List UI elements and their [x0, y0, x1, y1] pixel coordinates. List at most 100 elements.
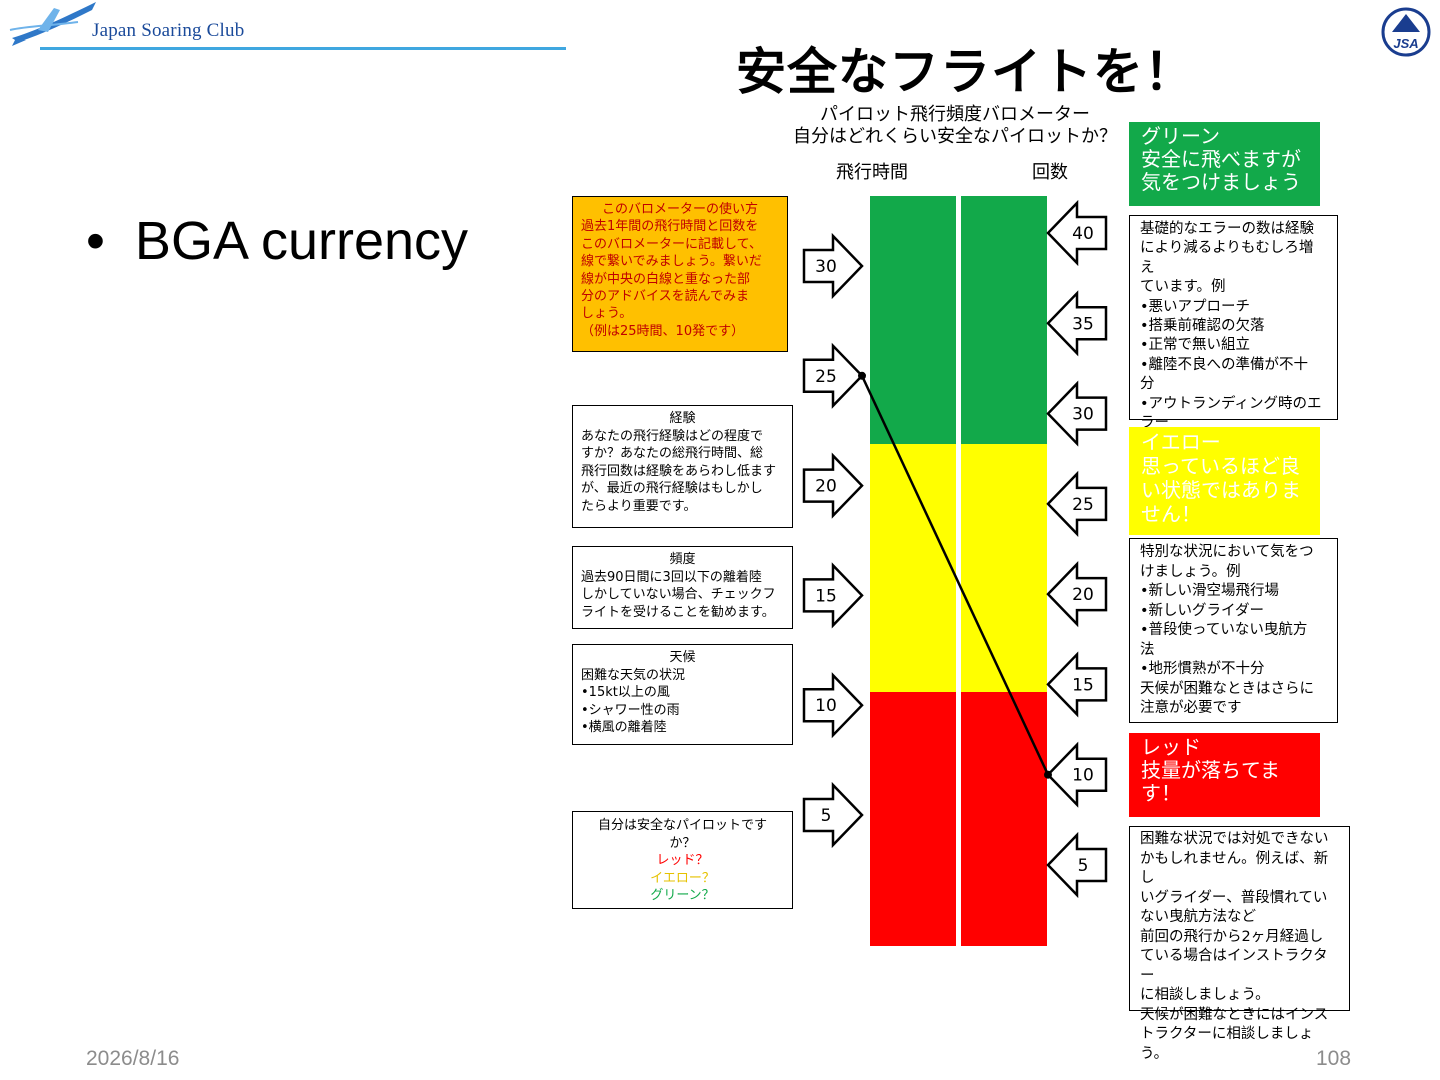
howto-box: このバロメーターの使い方 過去1年間の飛行時間と回数を このバロメーターに記載し… — [572, 196, 788, 352]
advice-line: 分 — [1140, 376, 1155, 393]
bullet-item: • BGA currency — [86, 210, 468, 272]
advice-line: トラクターに相談しましょう。 — [1140, 1026, 1314, 1062]
advice-line: •アウトランディング時のエ — [1140, 395, 1322, 412]
advice-line: •普段使っていない曳航方 — [1140, 622, 1308, 638]
advice-line: により減るよりもむしろ増え — [1140, 240, 1314, 276]
count-red-segment — [961, 692, 1047, 946]
advice-line: 注意が必要です — [1140, 700, 1242, 716]
experience-line: あなたの飛行経験はどの程度で — [581, 428, 764, 444]
red-advice-box: 困難な状況では対処できない かもしれません。例えば、新し いグライダー、普段慣れ… — [1129, 826, 1350, 1062]
advice-line: 天候が困難なときはさらに — [1140, 680, 1314, 697]
hours-red-segment — [870, 692, 956, 946]
advice-line: •離陸不良への準備が不十 — [1140, 356, 1309, 373]
red-zone-box: レッド 技量が落ちてま す！ — [1129, 733, 1320, 817]
count-arrow-20 — [1046, 561, 1108, 628]
yellow-zone-line: せん！ — [1141, 502, 1201, 526]
count-arrow-40-label: 40 — [1072, 224, 1094, 244]
question-green: グリーン？ — [650, 888, 715, 903]
question-box: 自分は安全なパイロットです か？ レッド？ イエロー？ グリーン？ — [572, 811, 793, 909]
experience-line: が、最近の飛行経験はもしかし — [581, 481, 763, 496]
hours-yellow-segment — [870, 444, 956, 692]
weather-line: •横風の離着陸 — [581, 720, 667, 735]
advice-line: けましょう。例 — [1140, 563, 1241, 580]
experience-line: すか？あなたの総飛行時間、総 — [581, 446, 764, 461]
green-zone-line: 気をつけましょう — [1141, 170, 1301, 194]
question-line: か？ — [669, 835, 696, 851]
count-arrow-35-label: 35 — [1072, 314, 1094, 334]
frequency-title: 頻度 — [669, 552, 696, 567]
slide-title: 安全なフライトを！ — [736, 43, 1195, 101]
barometer-subtitle: 自分はどれくらい安全なパイロットか？ — [793, 126, 1117, 147]
col-count-label: 回数 — [1032, 162, 1068, 183]
hours-arrow-20 — [802, 452, 864, 519]
col-hours-label: 飛行時間 — [836, 162, 908, 183]
green-advice-box: 基礎的なエラーの数は経験 により減るよりもむしろ増え ています。例 •悪いアプロ… — [1129, 215, 1338, 431]
yellow-zone-line: い状態ではありま — [1141, 478, 1301, 502]
logo-text: Japan Soaring Club — [92, 20, 245, 41]
hours-arrow-25-label: 25 — [815, 367, 837, 387]
weather-line: •シャワー性の雨 — [581, 702, 680, 718]
frequency-line: しかしていない場合、チェックフ — [581, 587, 776, 602]
hours-arrow-10-label: 10 — [815, 696, 837, 716]
advice-line: 困難な状況では対処できない — [1140, 831, 1329, 847]
howto-title: このバロメーターの使い方 — [601, 202, 758, 217]
advice-line: いグライダー、普段慣れてい — [1140, 889, 1328, 906]
howto-line: 線が中央の白線と重なった部 — [581, 271, 751, 287]
frequency-line: 過去90日間に3回以下の離着陸 — [581, 569, 762, 585]
hours-arrow-25 — [802, 342, 864, 409]
barometer-title: パイロット飛行頻度バロメーター — [820, 104, 1090, 125]
count-arrow-35 — [1046, 290, 1108, 357]
question-yellow: イエロー？ — [650, 870, 715, 886]
advice-line: ています。例 — [1140, 279, 1226, 296]
experience-title: 経験 — [669, 411, 696, 426]
question-line: 自分は安全なパイロットです — [597, 818, 767, 833]
count-arrow-15-label: 15 — [1072, 675, 1094, 695]
advice-line: 天候が困難なときにはインス — [1140, 1006, 1329, 1023]
header-rule — [40, 47, 566, 50]
count-arrow-10-label: 10 — [1072, 766, 1094, 786]
hours-arrow-5-label: 5 — [821, 806, 832, 826]
yellow-zone-line: 思っているほど良 — [1141, 454, 1300, 478]
howto-line: 分のアドバイスを読んでみま — [581, 289, 749, 305]
green-zone-box: グリーン 安全に飛べますが 気をつけましょう — [1129, 122, 1320, 206]
footer-date: 2026/8/16 — [86, 1047, 180, 1070]
weather-box: 天候 困難な天気の状況 •15kt以上の風 •シャワー性の雨 •横風の離着陸 — [572, 644, 793, 745]
howto-example: （例は25時間、10発です） — [581, 323, 745, 339]
count-arrow-15 — [1046, 651, 1108, 718]
weather-line: •15kt以上の風 — [581, 685, 670, 700]
count-arrow-25 — [1046, 470, 1108, 537]
howto-line: 線で繋いでみましょう。繋いだ — [581, 254, 762, 270]
bullet-text: BGA currency — [134, 211, 469, 271]
example-point-hours — [858, 371, 866, 380]
advice-line: •新しいグライダー — [1140, 602, 1264, 619]
red-zone-line: 技量が落ちてま — [1141, 758, 1280, 782]
advice-line: ている場合はインストラクター — [1140, 948, 1328, 984]
yellow-zone-title: イエロー — [1141, 430, 1221, 454]
howto-line: このバロメーターに記載して、 — [581, 236, 762, 252]
yellow-advice-box: 特別な状況において気をつ けましょう。例 •新しい滑空場飛行場 •新しいグライダ… — [1129, 538, 1338, 723]
example-point-count — [1044, 770, 1052, 779]
advice-line: •搭乗前確認の欠落 — [1140, 318, 1265, 335]
advice-line: に相談しましょう。 — [1140, 987, 1270, 1003]
experience-line: たらより重要です。 — [581, 498, 697, 514]
advice-line: •悪いアプローチ — [1140, 298, 1251, 315]
barometer-header: パイロット飛行頻度バロメーター 自分はどれくらい安全なパイロットか？ — [780, 104, 1130, 148]
advice-line: •新しい滑空場飛行場 — [1140, 583, 1280, 599]
page-number: 108 — [1316, 1047, 1352, 1070]
experience-line: 飛行回数は経験をあらわし低ます — [581, 463, 777, 479]
count-arrow-30 — [1046, 380, 1108, 447]
count-arrow-20-label: 20 — [1072, 585, 1094, 605]
hours-arrow-5 — [802, 781, 864, 849]
hours-arrow-20-label: 20 — [815, 477, 837, 497]
hours-green-segment — [870, 196, 956, 444]
count-arrow-30-label: 30 — [1072, 405, 1094, 425]
jsa-badge-icon: JSA — [1381, 7, 1431, 57]
red-zone-title: レッド — [1141, 735, 1201, 759]
example-line — [860, 375, 1050, 776]
count-arrow-5 — [1046, 831, 1108, 899]
glider-logo-icon — [9, 2, 96, 46]
count-green-segment — [961, 196, 1047, 444]
count-yellow-segment — [961, 444, 1047, 692]
hours-arrow-30 — [802, 232, 864, 300]
